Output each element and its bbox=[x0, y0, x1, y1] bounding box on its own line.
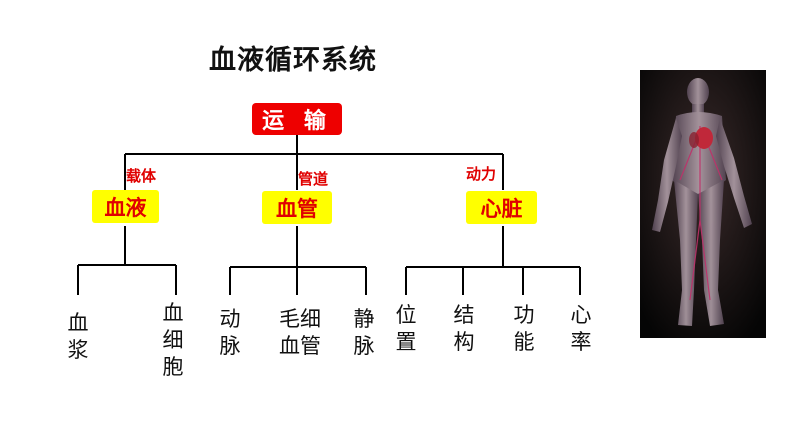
leaf-heart-rate: 心率 bbox=[570, 303, 592, 354]
node-blood: 血液 bbox=[92, 190, 159, 223]
leaf-position: 位置 bbox=[395, 303, 417, 354]
node-blood-vessel: 血管 bbox=[262, 191, 332, 224]
edge-label-carrier: 载体 bbox=[126, 167, 157, 185]
leaf-structure: 结构 bbox=[453, 303, 475, 354]
leaf-blood-cells: 血细胞 bbox=[162, 301, 184, 379]
edge-label-power: 动力 bbox=[466, 165, 497, 183]
leaf-artery: 动脉 bbox=[219, 307, 241, 358]
leaf-capillary: 毛细血管 bbox=[279, 307, 321, 358]
node-heart: 心脏 bbox=[466, 191, 537, 224]
root-node: 运 输 bbox=[252, 103, 342, 135]
human-circulatory-figure bbox=[640, 70, 766, 338]
diagram-title: 血液循环系统 bbox=[209, 45, 377, 76]
leaf-vein: 静脉 bbox=[353, 307, 375, 358]
leaf-function: 功能 bbox=[513, 303, 535, 354]
edge-label-vessel: 管道 bbox=[298, 170, 329, 188]
leaf-plasma: 血浆 bbox=[67, 311, 89, 362]
